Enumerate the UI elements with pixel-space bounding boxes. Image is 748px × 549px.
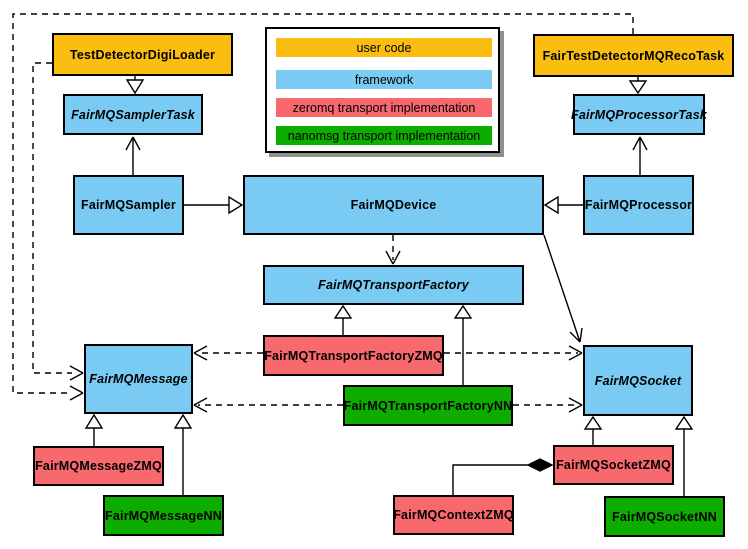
node-label: FairMQMessageNN: [105, 508, 222, 523]
legend-item-nanomsg: nanomsg transport implementation: [276, 126, 492, 145]
node-fairmqtransportfactoryzmq: FairMQTransportFactoryZMQ: [263, 335, 444, 376]
legend-label: zeromq transport implementation: [292, 100, 476, 115]
node-label: FairMQTransportFactoryNN: [343, 398, 513, 413]
edge-tfnn-socket: [513, 397, 583, 413]
edge-tfzmq-message: [193, 345, 263, 361]
node-fairmqprocessor: FairMQProcessor: [583, 175, 694, 235]
edge-tfnn-message: [193, 397, 343, 413]
node-fairmqmessagenn: FairMQMessageNN: [103, 495, 224, 536]
edge-device-transportfactory: [385, 235, 401, 265]
edge-recotask-message: [12, 13, 634, 401]
node-fairmqcontextzmq: FairMQContextZMQ: [393, 495, 514, 535]
node-fairmqsampler: FairMQSampler: [73, 175, 184, 235]
node-fairmqtransportfactorynn: FairMQTransportFactoryNN: [343, 385, 513, 426]
node-fairmqmessagezmq: FairMQMessageZMQ: [33, 446, 164, 486]
edge-digiloader-message: [32, 62, 84, 381]
node-label: FairMQSampler: [81, 198, 176, 212]
node-fairmqsocketzmq: FairMQSocketZMQ: [553, 445, 674, 485]
edge-device-socket: [543, 234, 583, 343]
node-label: FairMQSocket: [594, 373, 682, 388]
node-fairmqsocket: FairMQSocket: [583, 345, 693, 416]
node-fairmqmessage: FairMQMessage: [84, 344, 193, 414]
node-label: FairMQSamplerTask: [71, 107, 195, 122]
edge-tfzmq-socket: [444, 345, 583, 361]
edge-socketzmq-socket: [583, 415, 603, 445]
node-testdetectordigiloader: TestDetectorDigiLoader: [52, 33, 233, 76]
edge-sampler-device: [184, 195, 244, 215]
legend-label: framework: [354, 72, 414, 87]
edge-tfzmq-transportfactory: [333, 304, 353, 335]
edge-tfnn-transportfactory: [453, 304, 473, 385]
node-label: FairMQSocketZMQ: [556, 458, 671, 472]
edge-socketnn-socket: [674, 415, 694, 496]
node-fairmqprocessortask: FairMQProcessorTask: [570, 94, 708, 135]
edge-sampler-samplertask: [125, 136, 141, 175]
edge-recotask-processortask: [628, 77, 648, 95]
legend-label: user code: [356, 40, 412, 55]
node-fairmqsamplertask: FairMQSamplerTask: [63, 94, 203, 135]
node-fairtestdetectormqrecotask: FairTestDetectorMQRecoTask: [533, 34, 734, 77]
node-fairmqsocketnn: FairMQSocketNN: [604, 496, 725, 537]
legend-item-zeromq: zeromq transport implementation: [276, 98, 492, 117]
node-label: TestDetectorDigiLoader: [69, 47, 216, 62]
edge-processor-processortask: [632, 136, 648, 175]
edge-processor-device: [543, 195, 583, 215]
node-label: FairMQMessageZMQ: [35, 459, 162, 473]
legend: user code framework zeromq transport imp…: [265, 27, 500, 153]
node-label: FairMQProcessorTask: [570, 107, 708, 122]
node-label: FairMQContextZMQ: [393, 508, 514, 522]
node-label: FairMQSocketNN: [612, 509, 717, 524]
legend-item-framework: framework: [276, 70, 492, 89]
node-fairmqdevice: FairMQDevice: [243, 175, 544, 235]
legend-item-user-code: user code: [276, 38, 492, 57]
node-label: FairMQTransportFactoryZMQ: [264, 348, 443, 363]
edge-contextzmq-socketzmq: [452, 458, 554, 495]
node-fairmqtransportfactory: FairMQTransportFactory: [263, 265, 524, 305]
edge-messagezmq-message: [84, 413, 104, 446]
node-label: FairMQProcessor: [584, 198, 693, 212]
node-label: FairMQDevice: [350, 198, 437, 212]
edge-digiloader-samplertask: [125, 76, 145, 95]
node-label: FairMQMessage: [89, 372, 188, 386]
legend-label: nanomsg transport implementation: [287, 128, 481, 143]
node-label: FairTestDetectorMQRecoTask: [542, 48, 725, 63]
node-label: FairMQTransportFactory: [318, 278, 469, 292]
edge-messagenn-message: [173, 413, 193, 495]
